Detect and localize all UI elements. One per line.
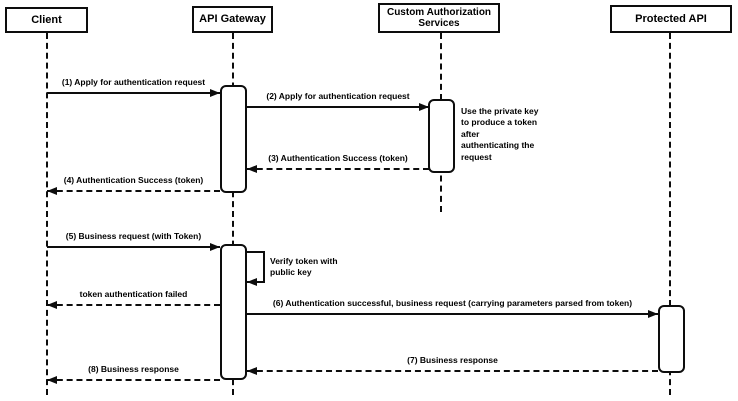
activation-protected-api: [658, 305, 685, 373]
message-2-label: (2) Apply for authentication request: [266, 91, 410, 101]
message-6-arrowhead: [47, 301, 57, 309]
message-9-line: [47, 379, 220, 381]
participant-box-protected-api: Protected API: [610, 5, 732, 33]
message-4-line: [47, 190, 220, 192]
note-text: Use the private key to produce a token a…: [461, 106, 539, 162]
message-9-label: (8) Business response: [88, 364, 179, 374]
message-6-line: [47, 304, 220, 306]
message-2-line: [247, 106, 429, 108]
message-1-label: (1) Apply for authentication request: [61, 77, 206, 87]
activation-api-gateway-auth: [220, 85, 247, 193]
message-1-arrowhead: [210, 89, 220, 97]
message-8-line: [247, 370, 658, 372]
participant-label-client: Client: [31, 13, 62, 26]
message-9-arrowhead: [47, 376, 57, 384]
message-2-arrowhead: [419, 103, 429, 111]
message-5-arrowhead: [210, 243, 220, 251]
participant-box-client: Client: [5, 7, 88, 33]
message-3-line: [247, 168, 429, 170]
activation-api-gateway-business: [220, 244, 247, 380]
message-7-label: (6) Authentication successful, business …: [272, 298, 633, 308]
message-6-label: token authentication failed: [79, 289, 188, 299]
lifeline-client: [46, 33, 48, 395]
activation-custom-authorization-services: [428, 99, 455, 173]
message-7-arrowhead: [648, 310, 658, 318]
participant-label-custom-authorization-services: Custom Authorization Services: [386, 6, 492, 30]
message-7-line: [247, 313, 658, 315]
message-8-label: (7) Business response: [407, 355, 498, 365]
message-5-line: [47, 246, 220, 248]
message-5-label: (5) Business request (with Token): [65, 231, 202, 241]
lifeline-protected-api: [669, 33, 671, 395]
participant-label-protected-api: Protected API: [635, 12, 707, 25]
message-1-line: [47, 92, 220, 94]
self-message-label: Verify token with public key: [270, 256, 338, 278]
self-message-arrowhead: [247, 278, 257, 286]
participant-box-custom-authorization-services: Custom Authorization Services: [378, 3, 500, 33]
participant-box-api-gateway: API Gateway: [192, 6, 273, 33]
lifeline-api-gateway: [232, 33, 234, 395]
message-8-arrowhead: [247, 367, 257, 375]
message-4-label: (4) Authentication Success (token): [63, 175, 204, 185]
message-4-arrowhead: [47, 187, 57, 195]
message-3-label: (3) Authentication Success (token): [268, 153, 408, 163]
message-3-arrowhead: [247, 165, 257, 173]
participant-label-api-gateway: API Gateway: [199, 13, 266, 26]
